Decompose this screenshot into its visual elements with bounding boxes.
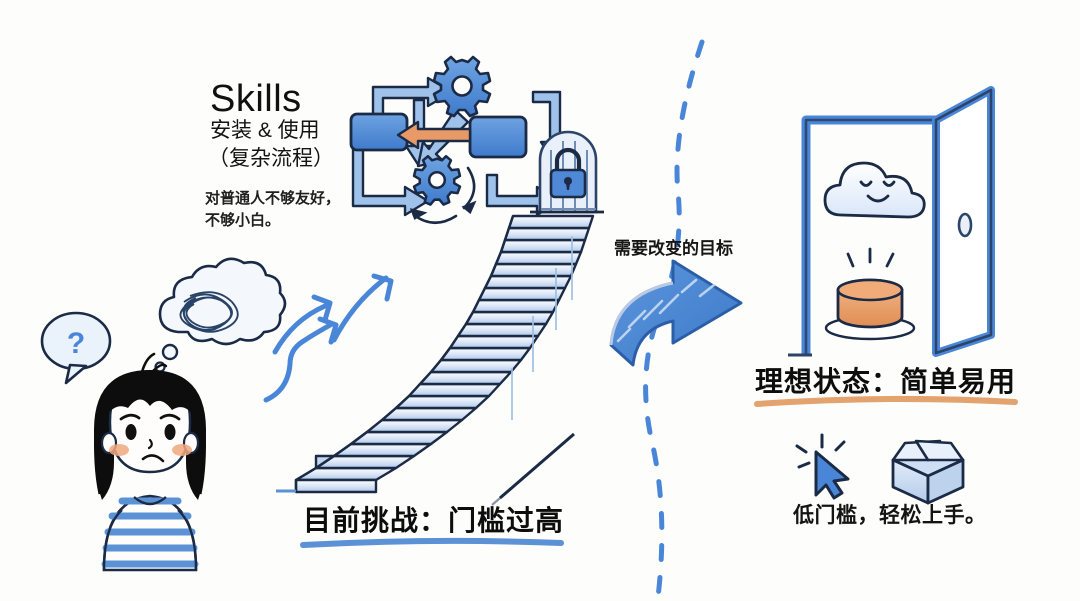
upward-arrow-2	[331, 273, 394, 343]
open-door-illustration	[788, 86, 995, 357]
cursor-click-icon	[795, 433, 850, 500]
open-box-icon	[891, 439, 965, 505]
smiling-cloud-icon	[823, 161, 926, 219]
locked-gate-icon	[530, 130, 604, 214]
wavy-dashed-divider	[643, 39, 705, 600]
right-caption-underline	[754, 395, 1018, 407]
left-note-line2: 不够小白。	[205, 212, 281, 229]
left-caption-underline	[300, 537, 564, 548]
rotation-arrows	[409, 166, 477, 225]
transition-arrow	[609, 259, 743, 367]
upward-arrow-3	[263, 316, 339, 403]
question-speech-bubble: ?	[40, 311, 112, 385]
upward-arrow-1	[272, 294, 333, 355]
button-shine	[846, 247, 895, 268]
left-note-line1: 对普通人不够友好，	[205, 190, 341, 207]
orange-button-icon[interactable]	[824, 278, 916, 341]
orange-feedback-arrow	[396, 120, 472, 150]
gear-icon-top	[432, 55, 492, 118]
svg-text:?: ?	[67, 327, 85, 360]
padlock-icon	[549, 147, 587, 199]
flowchart-diagram	[349, 55, 571, 225]
right-panel-caption: 理想状态：简单易用	[755, 366, 1017, 397]
left-panel-caption: 目前挑战：门槛过高	[303, 505, 565, 536]
scribble-thought-bubble	[154, 257, 287, 373]
upward-arrows-group	[263, 273, 394, 403]
page-title-skills: Skills	[210, 78, 302, 120]
staircase-illustration	[276, 214, 595, 506]
gear-icon-bottom	[412, 154, 462, 206]
skills-subtitle-line1: 安装 & 使用	[210, 119, 320, 142]
confused-girl-character: ?	[40, 257, 287, 572]
process-box-right	[468, 115, 528, 159]
right-panel-note: 低门槛，轻松上手。	[793, 504, 987, 527]
skills-subtitle-line2: （复杂流程）	[208, 147, 334, 170]
transition-goal-label: 需要改变的目标	[614, 239, 733, 258]
process-box-left	[349, 112, 409, 152]
